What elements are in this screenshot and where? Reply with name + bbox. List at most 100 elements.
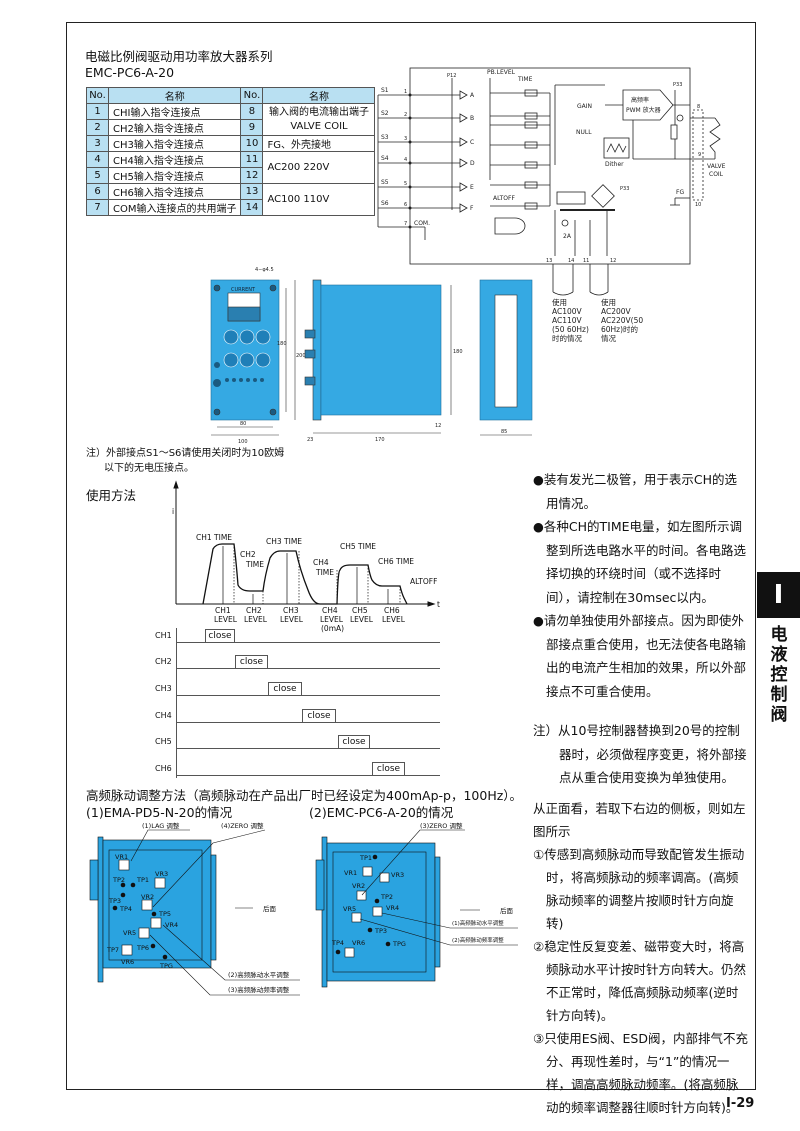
part-label: VR2 <box>141 893 154 901</box>
dim-label: 180 <box>453 349 463 355</box>
cell-no: 4 <box>86 151 109 168</box>
part-label: VR6 <box>352 939 365 947</box>
switch-label: S3 <box>381 134 389 141</box>
p33-label: P33 <box>620 186 629 192</box>
y-axis-label: i <box>172 507 174 516</box>
null-label: NULL <box>576 129 592 136</box>
board-ema-pd5: (1)LAG 调整 (4)ZERO 调整 (2)高频脉动水平调整 (3)高频脉动… <box>89 821 300 996</box>
pb-level-switches <box>489 78 551 235</box>
part-label: TPG <box>159 962 173 970</box>
output-label: A <box>470 92 475 99</box>
col-no: No. <box>86 87 109 104</box>
part-label: TP5 <box>158 910 171 918</box>
page-number: I-29 <box>726 1096 755 1111</box>
callout-label: (1)LAG 调整 <box>142 821 180 830</box>
part-label: VR3 <box>391 871 404 879</box>
channel-label: CH2 <box>155 657 172 666</box>
channel-label: CH1 <box>155 631 172 640</box>
close-state: close <box>205 629 235 642</box>
level-label: LEVEL <box>350 615 374 624</box>
use-note: 60Hz)时的 <box>601 324 638 334</box>
input-lines <box>378 78 468 240</box>
channel-label: CH6 <box>155 764 172 773</box>
front-view: CURRENT 4−φ4.5 80 100 180 200 <box>210 267 306 445</box>
callout-label: (1)高频脉动水平调整 <box>452 919 504 927</box>
part-label: TP7 <box>106 946 119 954</box>
output-label: E <box>470 184 474 191</box>
col-no: No. <box>240 87 264 104</box>
level-label: (0mA) <box>321 624 344 633</box>
series-title: 电磁比例阀驱动用功率放大器系列 <box>85 49 273 64</box>
terminal-number: 8 <box>697 104 700 110</box>
numbered-note: ①传感到高频脉动而导致配管发生振动时，将高频脉动的频率调高。(高频脉动频率的调整… <box>533 847 745 931</box>
part-label: VR4 <box>386 904 399 912</box>
level-label: LEVEL <box>280 615 304 624</box>
part-label: TP1 <box>359 854 372 862</box>
dim-label: 80 <box>240 421 246 427</box>
channel-row-ch1: CH1 close <box>155 629 440 643</box>
time-label: CH2 <box>240 550 256 559</box>
terminal-number: 9 <box>698 152 701 158</box>
x-axis-label: t <box>437 600 440 609</box>
cell-name: AC100 110V <box>262 183 376 216</box>
part-label: VR5 <box>123 929 136 937</box>
close-state: close <box>338 735 370 748</box>
altoff-label: ALTOFF <box>493 195 515 202</box>
channel-label: CH5 <box>155 737 172 746</box>
rear-label: 后面 <box>263 904 277 913</box>
p12-label: P12 <box>447 73 456 79</box>
terminal-number: 3 <box>404 136 407 142</box>
terminal-number: 1 <box>404 89 407 95</box>
level-label: CH6 <box>384 606 400 615</box>
dim-label: 85 <box>501 429 507 435</box>
cell-no: 12 <box>240 167 264 184</box>
cell-name: CH6输入指令连接点 <box>107 183 242 200</box>
level-label: LEVEL <box>320 615 344 624</box>
replacement-note: 注）从10号控制器替换到20号的控制器时，必须做程序变更，将外部接点从重合使用变… <box>533 723 747 785</box>
time-label: CH1 TIME <box>196 533 232 542</box>
cell-no: 3 <box>86 135 109 152</box>
dither-notes: 从正面看，若取下右边的侧板，则如左图所示 ①传感到高频脉动而导致配管发生振动时，… <box>533 797 748 1119</box>
fuse-label: 2A <box>563 233 572 240</box>
bullet-note: ●装有发光二极管，用于表示CH的选用情况。 <box>533 472 738 511</box>
callout-label: (3)ZERO 调整 <box>420 821 463 830</box>
model-number: EMC-PC6-A-20 <box>85 65 175 80</box>
numbered-note: ③只使用ES阀、ESD阀，内部排气不充分、再现性差时，与“1”的情况一样，调高高… <box>533 1031 748 1115</box>
part-label: TP4 <box>119 905 132 913</box>
level-label: CH5 <box>352 606 368 615</box>
output-label: D <box>470 160 475 167</box>
use-note: AC100V <box>552 307 583 316</box>
terminal-number: 7 <box>404 221 407 227</box>
cell-name: CH5输入指令连接点 <box>107 167 242 184</box>
dither-label: Dither <box>605 161 624 168</box>
use-note: (50 60Hz) <box>552 325 589 334</box>
bullet-note: ●请勿单独使用外部接点。因为即使外部接点重合使用，也无法使各电路输出的电流产生相… <box>533 613 747 699</box>
use-note: 时的情况 <box>552 333 582 343</box>
terminal-number: 14 <box>568 258 574 264</box>
section-tab-label: 电液控制阀 <box>770 625 788 725</box>
board-emc-pc6: (3)ZERO 调整 (1)高频脉动水平调整 (2)高频脉动频率调整 后面 TP… <box>315 821 518 988</box>
part-label: TP3 <box>108 897 121 905</box>
valve-coil-label: VALVE <box>707 163 726 170</box>
dim-label: 4−φ4.5 <box>255 267 274 273</box>
dim-label: 200 <box>296 353 306 359</box>
terminal-number: 11 <box>583 258 589 264</box>
circuit-diagram: S1 S2 S3 S4 S5 S6 1 2 3 4 5 6 7 COM. A B… <box>377 67 726 343</box>
cell-no: 11 <box>240 151 264 168</box>
terminal-number: 4 <box>404 157 407 163</box>
numbered-note: ②稳定性反复变差、磁带变大时，将高频脉动水平计按时针方向转大。仍然不正常时，降低… <box>533 939 747 1023</box>
col-name: 名称 <box>107 87 242 104</box>
current-curve <box>202 543 408 605</box>
cell-no: 10 <box>240 135 264 152</box>
time-label: ALTOFF <box>410 577 437 586</box>
cell-no: 14 <box>240 199 264 216</box>
level-label: CH4 <box>322 606 338 615</box>
terminal-number: 10 <box>695 202 701 208</box>
level-label: LEVEL <box>382 615 406 624</box>
close-state: close <box>372 762 405 775</box>
use-note: 使用 <box>601 297 616 307</box>
callout-label: (4)ZERO 调整 <box>221 821 264 830</box>
